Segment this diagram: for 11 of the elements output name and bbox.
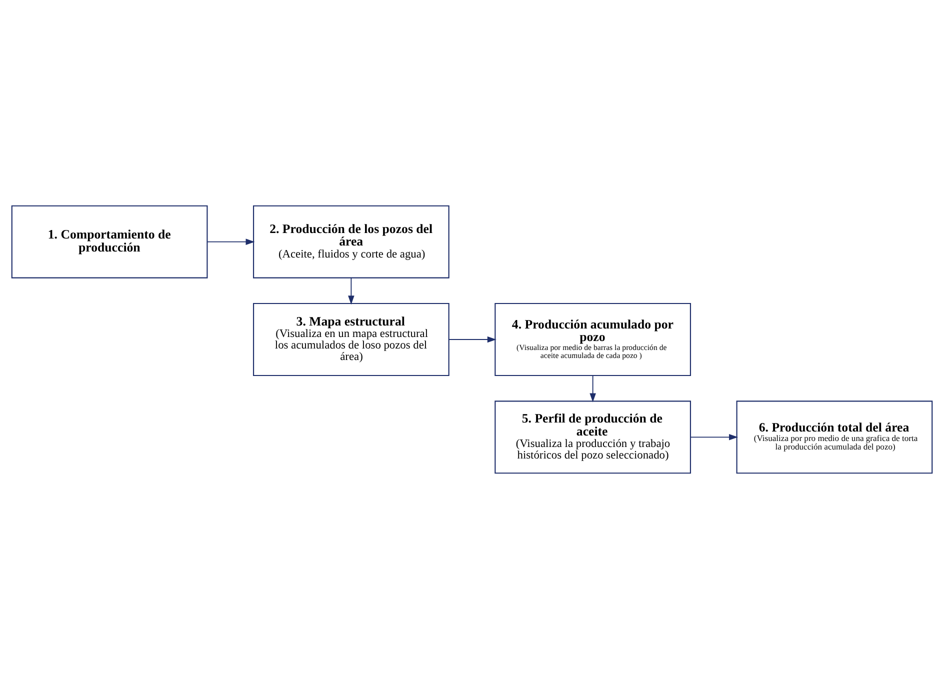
arrow — [590, 374, 596, 402]
arrow — [690, 434, 738, 440]
arrow — [348, 276, 354, 304]
arrow — [206, 238, 255, 244]
node-box: 2. Producción de los pozos del área (Aceite, fluidos y corte de agua) — [253, 204, 450, 278]
node-box: 5. Perfil de producción de aceite (Visualiza la producción y trabajo históricos del pozo seleccionado) — [494, 400, 691, 474]
node-box: 1. Comportamiento de producción — [11, 204, 208, 278]
node-box: 3. Mapa estructural (Visualiza en un mapa estructural los acumulados de loso pozos del área) — [253, 302, 450, 376]
node-box: 6. Producción total del área (Visualiza por pro medio de una grafica de torta la producción acumulada del pozo) — [736, 400, 933, 474]
node-box: 4. Producción acumulado por pozo (Visualiza por medio de barras la producción de aceite acumulada de cada pozo ) — [494, 302, 691, 376]
arrow — [448, 336, 496, 342]
